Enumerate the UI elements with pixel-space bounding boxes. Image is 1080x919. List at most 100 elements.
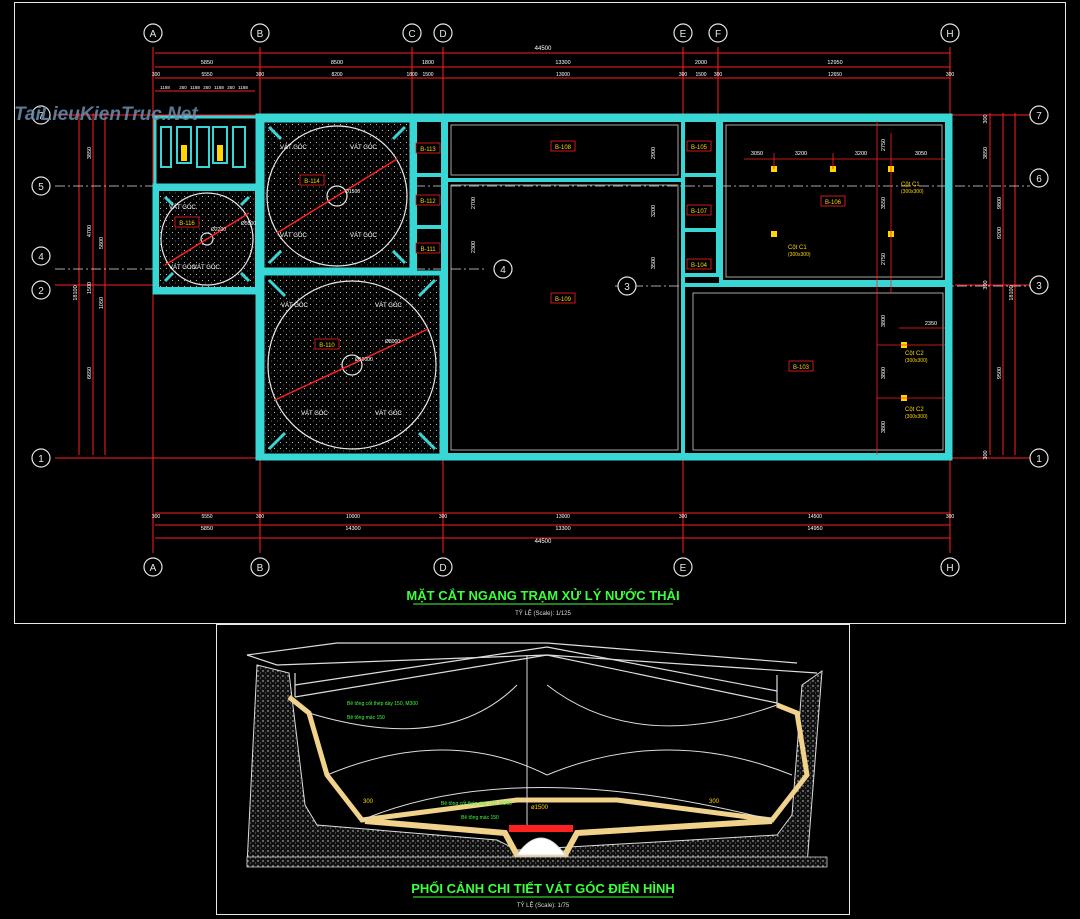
svg-text:B: B (257, 29, 264, 40)
dim-top-row2: 300 (152, 72, 161, 78)
dim-top-row3: 1188 (238, 85, 248, 90)
bevel-label: VÁT GÓC (375, 302, 403, 309)
svg-text:3: 3 (1036, 281, 1042, 292)
tank-label-b-104: B-104 (686, 258, 712, 270)
svg-text:B-116: B-116 (179, 221, 195, 227)
axis-bubble-4-interior: 4 (493, 259, 513, 279)
dim-right: 300 (983, 450, 989, 459)
dim-left: 1500 (87, 282, 93, 294)
dim-right: 9800 (997, 197, 1003, 209)
detail-dims: 300 ø1500 300 (363, 799, 720, 811)
svg-text:B-108: B-108 (555, 145, 572, 151)
svg-text:A: A (150, 29, 157, 40)
bevel-label: VÁT GÓC (193, 264, 221, 271)
dim-top-row2: 8200 (331, 72, 342, 78)
svg-text:Bê tông mác 150: Bê tông mác 150 (461, 815, 499, 821)
dim-left: 18100 (73, 285, 79, 300)
column-size: (300x300) (788, 252, 811, 258)
svg-text:7: 7 (38, 111, 44, 122)
dim-top-row1: 5850 (201, 60, 213, 66)
inner-dim: 3800 (881, 315, 887, 327)
svg-text:4: 4 (38, 252, 44, 263)
diameter-label: Ø8000 (385, 339, 400, 345)
tank-label-b-111: B-111 (415, 242, 441, 254)
axis-bubble-1-right: 1 (1029, 448, 1049, 468)
dim-top-row2: 13000 (556, 72, 570, 78)
dim-top-row2: 300 (946, 72, 955, 78)
top-rim (246, 642, 818, 705)
svg-text:B-113: B-113 (420, 147, 436, 153)
column-grid (744, 121, 945, 455)
drain-dim-marker (509, 825, 573, 832)
axis-bubble-7-left: 7 (31, 105, 51, 125)
dim-total-top: 44500 (535, 46, 552, 52)
svg-text:300: 300 (709, 799, 720, 805)
svg-text:5: 5 (38, 182, 44, 193)
bevel-label: VÁT GÓC (280, 232, 308, 239)
dim-right: 300 (983, 280, 989, 289)
tank-label-b-103: B-103 (788, 360, 814, 372)
dim-left: 6650 (87, 367, 93, 379)
dim-top-row3: 1188 (214, 85, 224, 90)
inner-dim: 3200 (855, 151, 867, 157)
diameter-label: Ø5500 (241, 221, 256, 227)
column-label: Cột C1 (901, 182, 920, 188)
svg-text:B-103: B-103 (793, 365, 810, 371)
dim-bottom-row1: 300 (152, 514, 161, 520)
svg-text:A: A (150, 563, 157, 574)
dim-bottom-row1: 10000 (346, 514, 360, 520)
axis-bubble-3-interior: 3 (617, 276, 637, 296)
dim-right: 300 (983, 114, 989, 123)
plan-scale: TỶ LỆ (Scale): 1/125 (515, 609, 571, 617)
detail-view-panel: Bê tông cốt thép dày 150, M300 Bê tông m… (216, 624, 850, 915)
svg-text:H: H (946, 29, 953, 40)
column-size: (300x300) (905, 414, 928, 420)
dim-top-row2: 1800 (406, 72, 417, 78)
svg-text:B-112: B-112 (420, 199, 436, 205)
svg-text:D: D (439, 563, 446, 574)
inner-dim: 3500 (651, 257, 657, 269)
bevel-label: VÁT GÓC (280, 144, 308, 151)
dim-left: 5800 (99, 237, 105, 249)
svg-text:B-106: B-106 (825, 200, 842, 206)
dim-top-row1: 13300 (555, 60, 570, 66)
tank-label-b-109: B-109 (550, 292, 576, 304)
dim-top-row3: 250 (203, 85, 211, 90)
dim-top-row3: 1188 (160, 85, 170, 90)
dim-bottom-row1: 300 (439, 514, 448, 520)
bevel-label: VÁT GÓC (281, 302, 309, 309)
tank-labels: B-103B-104B-105B-106B-107B-108B-109B-110… (174, 140, 846, 372)
dim-top-row2: 300 (256, 72, 265, 78)
axis-bubble-d-bottom: D (433, 557, 453, 577)
dim-top-row2: 1500 (422, 72, 433, 78)
bevel-label: VÁT GÓC (169, 264, 197, 271)
svg-text:6: 6 (1036, 174, 1042, 185)
axis-bubble-a-top: A (143, 23, 163, 43)
tank-label-b-110: B-110 (314, 338, 340, 350)
dim-bottom-row2: 14300 (345, 526, 360, 532)
inner-dim: 2750 (881, 253, 887, 265)
inner-dim: 2750 (881, 139, 887, 151)
dim-top-row3: 250 (227, 85, 235, 90)
svg-text:Bê tông mác 150: Bê tông mác 150 (347, 715, 385, 721)
tank-shell (287, 695, 810, 823)
dim-bottom-row2: 14950 (807, 526, 822, 532)
axis-bubble-4-left: 4 (31, 246, 51, 266)
inner-dim: 3800 (881, 367, 887, 379)
axis-bubble-f-top: F (708, 23, 728, 43)
detail-scale: TỶ LỆ (Scale): 1/75 (517, 901, 570, 909)
inner-dim: 3200 (795, 151, 807, 157)
axis-bubble-5-left: 5 (31, 176, 51, 196)
dim-right: 3850 (983, 147, 989, 159)
axis-bubble-d-top: D (433, 23, 453, 43)
dim-top-row1: 1800 (422, 60, 434, 66)
axis-bubble-7-right: 7 (1029, 105, 1049, 125)
dim-top-row3: 250 (179, 85, 187, 90)
axis-bubble-c-top: C (402, 23, 422, 43)
inner-dim: 3550 (881, 197, 887, 209)
svg-text:E: E (680, 29, 687, 40)
dim-top-row1: 12950 (827, 60, 842, 66)
axis-bubble-a-bottom: A (143, 557, 163, 577)
